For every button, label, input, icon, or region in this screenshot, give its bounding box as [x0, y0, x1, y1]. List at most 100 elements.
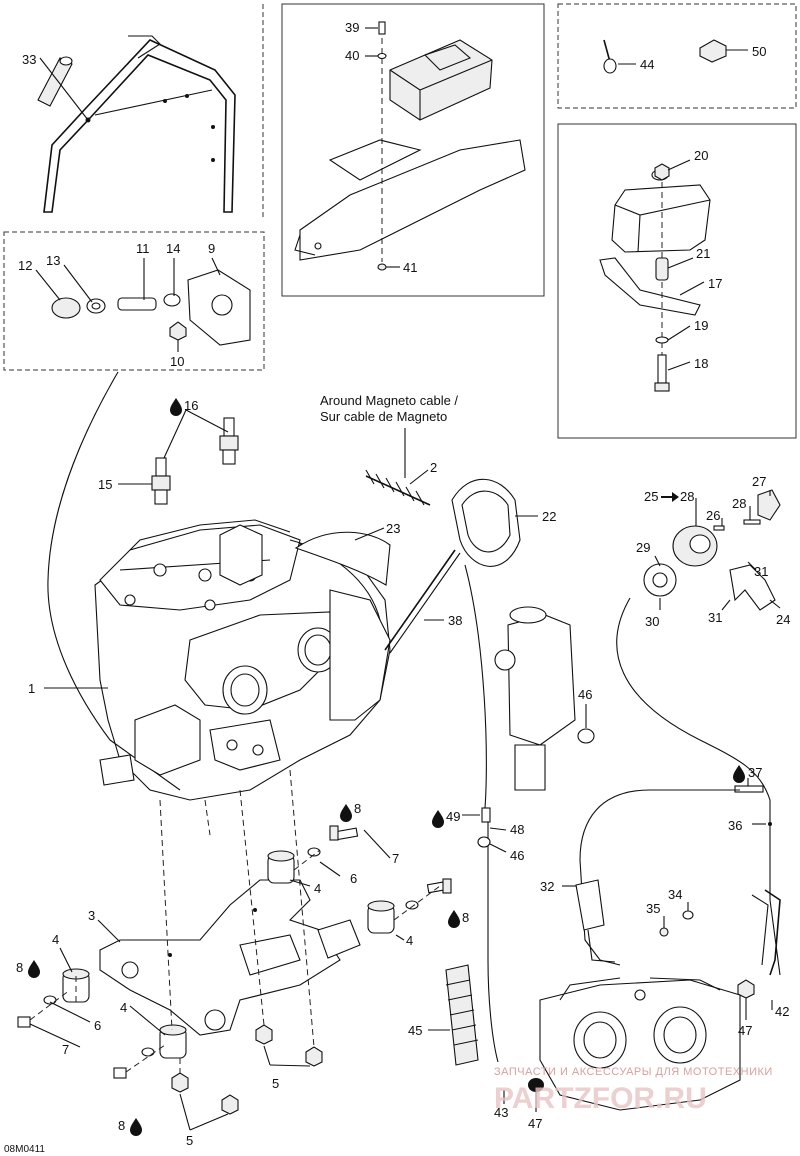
label-27: 27	[752, 474, 766, 489]
label-28: 28	[732, 496, 746, 511]
label-4-lower: 4	[120, 1000, 127, 1015]
rubber-mount-4-upper-right	[367, 900, 395, 934]
label-8-bottom: 8	[118, 1118, 125, 1133]
label-28-range: 28	[680, 489, 694, 504]
label-40: 40	[345, 48, 359, 63]
nut-5-c	[171, 1072, 189, 1093]
bolt-7-lower-a	[17, 1016, 31, 1028]
label-46-lower: 46	[510, 848, 524, 863]
pin-11	[117, 297, 157, 311]
spark-plug-16	[219, 417, 239, 465]
heat-shield-23	[294, 531, 391, 586]
label-10: 10	[170, 354, 184, 369]
fitting-37	[734, 785, 764, 793]
bolt-7-lower-b	[113, 1067, 127, 1079]
label-17: 17	[708, 276, 722, 291]
label-1: 1	[28, 681, 35, 696]
washer-14	[163, 293, 181, 307]
spring-2	[365, 469, 431, 506]
label-16: 16	[184, 398, 198, 413]
ecu-module	[389, 39, 493, 121]
fuel-filter-32	[575, 879, 616, 963]
handlebar-frame	[43, 35, 236, 213]
clip-36	[768, 822, 772, 826]
label-29: 29	[636, 540, 650, 555]
label-41: 41	[403, 260, 417, 275]
inset-frame-9-14	[3, 231, 265, 371]
diagram-code: 08M0411	[4, 1144, 45, 1155]
switch-27	[757, 489, 781, 521]
label-4-left: 4	[52, 932, 59, 947]
label-13: 13	[46, 253, 60, 268]
washer-19	[655, 336, 669, 344]
nut-5-b	[305, 1046, 323, 1067]
magneto-cable-note-line2: Sur cable de Magneto	[320, 409, 447, 424]
watermark-tagline: ЗАПЧАСТИ И АКСЕССУАРЫ ДЛЯ МОТОТЕХНИКИ	[494, 1066, 773, 1078]
label-6-upper: 6	[350, 871, 357, 886]
nut-35	[659, 927, 669, 937]
label-4-upper-b: 4	[406, 933, 413, 948]
label-3: 3	[88, 908, 95, 923]
label-42: 42	[775, 1004, 789, 1019]
bolt-7-upper-b	[426, 878, 452, 894]
label-11: 11	[136, 241, 150, 256]
oil-reservoir	[611, 169, 711, 253]
label-47-lower: 47	[528, 1116, 542, 1131]
cable-tie-44	[603, 39, 617, 74]
label-31-upper: 31	[754, 564, 768, 579]
label-26: 26	[706, 508, 720, 523]
spacer-21	[655, 257, 669, 281]
recoil-starter-25	[672, 525, 718, 567]
bolt-18	[654, 354, 670, 392]
protective-sleeve-45	[445, 964, 479, 1066]
label-44: 44	[640, 57, 654, 72]
starter-rope-38	[384, 549, 461, 654]
watermark-logo: PARTZFOR.RU	[494, 1082, 707, 1115]
engine-base-plate-3	[99, 879, 341, 1036]
nut-5-a	[255, 1024, 273, 1045]
label-18: 18	[694, 356, 708, 371]
label-14: 14	[166, 241, 180, 256]
label-12: 12	[18, 258, 32, 273]
rubber-mount-4-upper-left	[267, 850, 295, 884]
label-25: 25	[644, 489, 658, 504]
nut-41	[377, 263, 387, 271]
label-21: 21	[696, 246, 710, 261]
washer-40	[377, 52, 387, 60]
washer-6-lower-b	[141, 1047, 155, 1057]
label-8-left: 8	[16, 960, 23, 975]
label-46-upper: 46	[578, 687, 592, 702]
label-36: 36	[728, 818, 742, 833]
spark-plug-15	[151, 457, 171, 505]
label-24: 24	[776, 612, 790, 627]
engine-assembly	[94, 519, 391, 801]
washer-34	[682, 910, 694, 920]
label-19: 19	[694, 318, 708, 333]
screw-26	[713, 525, 725, 531]
screw-48	[481, 807, 491, 823]
label-9: 9	[208, 241, 215, 256]
label-34: 34	[668, 887, 682, 902]
carburetor-assembly	[539, 977, 741, 1111]
label-30: 30	[645, 614, 659, 629]
washer-6-lower-a	[43, 995, 57, 1005]
bolt-7-upper-a	[329, 825, 359, 841]
pull-handle-22	[451, 478, 521, 567]
label-2: 2	[430, 460, 437, 475]
label-23: 23	[386, 521, 400, 536]
label-35: 35	[646, 901, 660, 916]
bolt-39	[378, 21, 386, 35]
label-49: 49	[446, 809, 460, 824]
spacer-upper	[317, 919, 361, 959]
label-32: 32	[540, 879, 554, 894]
handle-grip	[37, 56, 73, 107]
inset-frame-17-21	[557, 123, 797, 439]
nut-10	[169, 321, 187, 341]
clamp-47-lower	[528, 1078, 544, 1092]
rubber-mount-4-lower	[159, 1024, 187, 1059]
label-47-right: 47	[738, 1023, 752, 1038]
fitting-47-right	[737, 979, 755, 999]
clip-50	[699, 39, 727, 63]
label-8-upper: 8	[354, 801, 361, 816]
label-7-lower: 7	[62, 1042, 69, 1057]
